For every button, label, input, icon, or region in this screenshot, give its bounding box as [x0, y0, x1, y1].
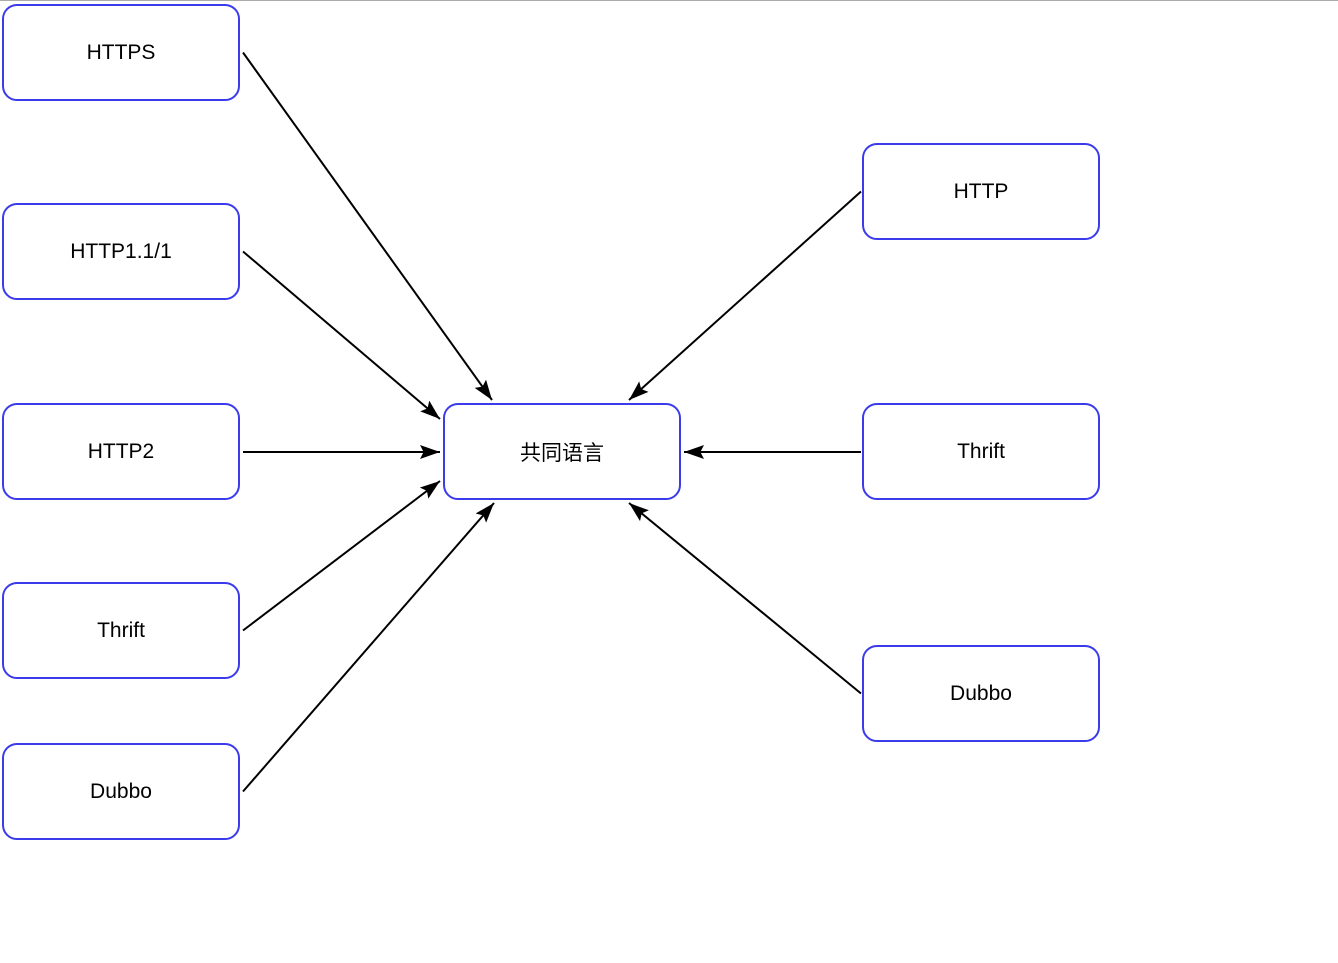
window-top-border: [0, 0, 1338, 1]
arrow-https-left-to-center: [242, 51, 493, 401]
node-label: Thrift: [957, 439, 1005, 463]
node-label: 共同语言: [520, 441, 604, 465]
node-center-common-language: 共同语言: [443, 403, 681, 500]
node-left-https: HTTPS: [2, 4, 240, 101]
node-label: Thrift: [97, 618, 145, 642]
node-label: HTTP2: [87, 439, 155, 463]
arrow-dubbo-right-to-center: [628, 502, 862, 695]
arrow-http11-left-to-center: [242, 250, 441, 420]
node-right-http: HTTP: [862, 143, 1100, 240]
node-left-http1-1: HTTP1.1/1: [2, 203, 240, 300]
arrow-http-right-to-center: [628, 190, 862, 401]
node-left-dubbo: Dubbo: [2, 743, 240, 840]
node-left-thrift: Thrift: [2, 582, 240, 679]
node-label: HTTP1.1/1: [70, 239, 172, 263]
node-label: Dubbo: [950, 681, 1012, 705]
node-right-dubbo: Dubbo: [862, 645, 1100, 742]
arrow-dubbo-left-to-center: [242, 502, 495, 793]
node-label: HTTP: [953, 179, 1009, 203]
node-right-thrift: Thrift: [862, 403, 1100, 500]
node-left-http2: HTTP2: [2, 403, 240, 500]
arrow-thrift-left-to-center: [242, 480, 441, 632]
node-label: Dubbo: [90, 779, 152, 803]
node-label: HTTPS: [86, 40, 156, 64]
